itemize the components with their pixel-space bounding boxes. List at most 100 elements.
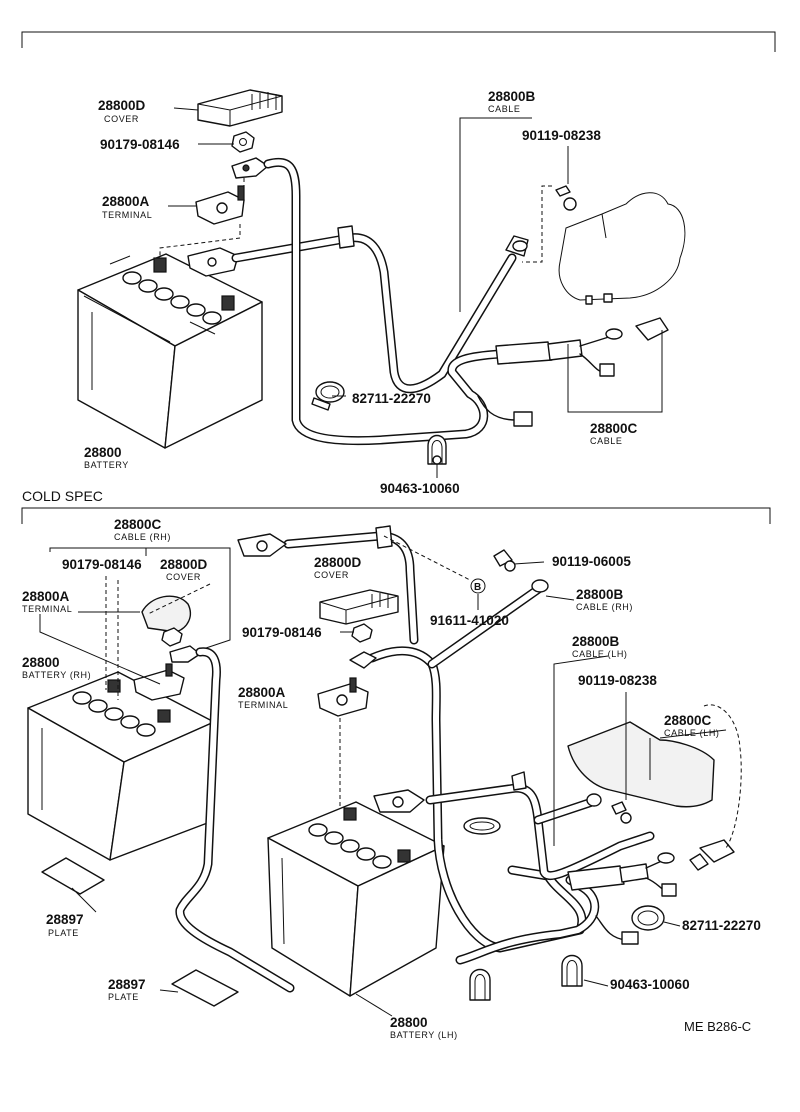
part-number: 28800B: [572, 634, 620, 649]
cable-clip-cold-right: [561, 954, 583, 987]
label-cable-c-standard: 28800C CABLE: [590, 421, 638, 446]
cable-clamp-mid: [463, 817, 501, 835]
section-frame-cold-spec: [21, 507, 771, 524]
label-clip-cold: 90463-10060: [610, 977, 690, 992]
part-name: TERMINAL: [102, 210, 152, 220]
cable-c-lh: [455, 839, 735, 965]
nut-standard: [231, 131, 255, 153]
part-number: 28800D: [314, 555, 362, 570]
label-bolt-b: 91611-41020: [430, 613, 509, 628]
part-number: 28800: [84, 445, 122, 460]
label-battery-lh: 28800 BATTERY (LH): [390, 1015, 457, 1040]
label-terminal-standard: 28800A TERMINAL: [102, 194, 152, 220]
label-bolt-lh-cold: 90119-08238: [578, 673, 657, 688]
plate-1: [41, 857, 105, 895]
leader-lines-standard: [159, 107, 663, 478]
part-number: 28800C: [664, 713, 712, 728]
cable-end-terminal-standard: [231, 157, 269, 179]
diagram-reference-code: ME B286-C: [684, 1019, 751, 1034]
battery-post-terminal-standard: [187, 247, 239, 277]
label-cover-standard: 28800D COVER: [98, 98, 146, 124]
terminal-cover-standard: [197, 89, 283, 127]
part-number: 28800B: [576, 587, 624, 602]
reference-marker-b: B: [474, 582, 482, 593]
part-number: 28800: [22, 655, 60, 670]
part-name: BATTERY: [84, 460, 129, 470]
label-plate-2: 28897 PLATE: [108, 977, 146, 1002]
part-number: 28800C: [590, 421, 638, 436]
part-name: COVER: [314, 570, 349, 580]
cable-b-rh: [349, 579, 587, 953]
label-cover-mid: 28800D COVER: [314, 555, 362, 580]
part-name: COVER: [104, 114, 139, 124]
part-name: TERMINAL: [238, 700, 288, 710]
part-number: 28897: [46, 912, 84, 927]
label-battery-standard: 28800 BATTERY: [84, 445, 129, 470]
part-name: CABLE: [590, 436, 623, 446]
label-clamp-cold: 82711-22270: [682, 918, 761, 933]
label-bolt-standard: 90119-08238: [522, 128, 601, 143]
cable-c-rh: [175, 647, 295, 993]
part-name: CABLE (LH): [572, 649, 628, 659]
label-cable-b-rh: 28800B CABLE (RH): [576, 587, 632, 612]
part-number: 28800A: [102, 194, 150, 209]
plate-2: [171, 969, 239, 1007]
part-number: 28800: [390, 1015, 428, 1030]
terminal-cover-mid: [319, 589, 399, 625]
cable-link-top: [237, 525, 419, 645]
label-nut-standard: 90179-08146: [100, 137, 180, 152]
part-name: CABLE (LH): [664, 728, 720, 738]
part-name: CABLE: [488, 104, 521, 114]
section-frame-standard: [21, 31, 776, 52]
label-bolt-top-cold: 90119-06005: [552, 554, 631, 569]
part-name: TERMINAL: [22, 604, 72, 614]
part-number: 28800A: [22, 589, 70, 604]
nut-rh: [161, 627, 183, 647]
label-clip-standard: 90463-10060: [380, 481, 460, 496]
bolt-top-cold: [493, 549, 516, 572]
starter-motor-outline-cold: [567, 704, 742, 849]
label-terminal-mid: 28800A TERMINAL: [238, 685, 288, 710]
part-name: PLATE: [48, 928, 79, 938]
label-battery-rh: 28800 BATTERY (RH): [22, 655, 91, 680]
part-name: CABLE (RH): [114, 532, 171, 542]
cable-clip-standard: [427, 434, 447, 465]
part-number: 28800D: [98, 98, 146, 113]
section-title-cold-spec: COLD SPEC: [22, 488, 103, 504]
label-cable-c-lh: 28800C CABLE (LH): [664, 713, 720, 738]
part-number: 28897: [108, 977, 146, 992]
leader-lines-cold: [39, 535, 727, 1017]
label-plate-1: 28897 PLATE: [46, 912, 84, 938]
part-number: 28800B: [488, 89, 536, 104]
cable-clamp-standard: [311, 381, 345, 411]
cable-c-standard: [263, 158, 669, 446]
part-name: BATTERY (RH): [22, 670, 91, 680]
terminal-cover-rh: [141, 595, 192, 633]
starter-motor-outline: [558, 192, 686, 305]
bolt-lh-cold: [611, 801, 632, 824]
label-nut-rh: 90179-08146: [62, 557, 142, 572]
part-number: 28800A: [238, 685, 286, 700]
battery-lh-caps: [308, 823, 392, 869]
label-cable-b-standard: 28800B CABLE: [488, 89, 536, 114]
cable-clip-cold-left: [469, 968, 491, 1001]
battery-rh-caps: [72, 691, 156, 737]
battery-lh: [267, 801, 445, 997]
part-number: 28800D: [160, 557, 208, 572]
label-nut-mid: 90179-08146: [242, 625, 322, 640]
cable-end-rh: [169, 645, 201, 663]
part-number: 28800C: [114, 517, 162, 532]
terminal-clamp-standard: [195, 185, 245, 225]
cable-b-standard: [231, 225, 529, 394]
part-name: PLATE: [108, 992, 139, 1002]
nut-mid: [351, 623, 373, 643]
bolt-standard: [555, 185, 577, 211]
label-clamp-standard: 82711-22270: [352, 391, 431, 406]
battery-rh: [27, 671, 215, 861]
battery-caps: [122, 271, 222, 325]
cable-b-lh: [373, 771, 655, 881]
label-cable-c-rh: 28800C CABLE (RH): [114, 517, 171, 542]
label-terminal-rh: 28800A TERMINAL: [22, 589, 72, 614]
label-cable-b-lh: 28800B CABLE (LH): [572, 634, 628, 659]
